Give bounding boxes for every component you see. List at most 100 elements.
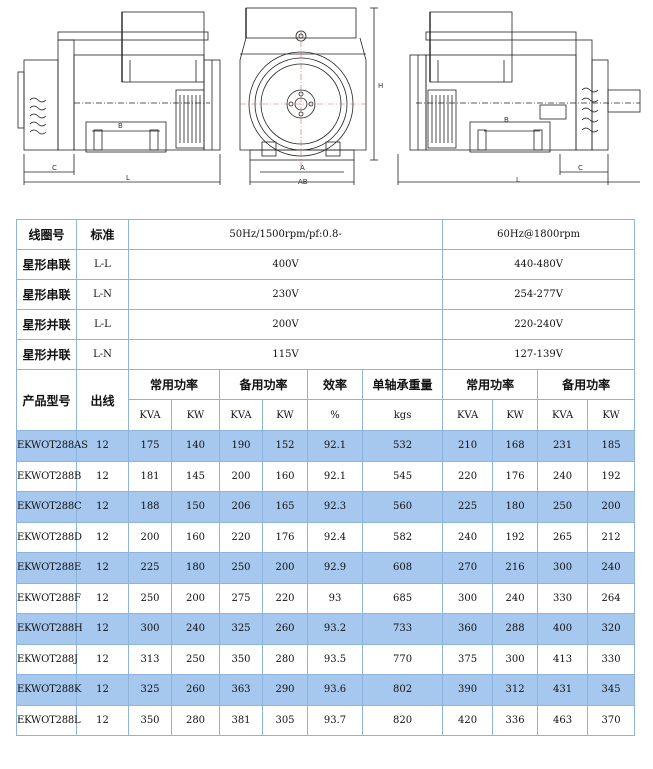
voltage-row: 星形串联 L-L 400V 440-480V (16, 249, 636, 280)
voltage-50: 230V (127, 279, 444, 310)
standby-60-kw: 212 (587, 521, 636, 553)
prime-60-kw: 180 (492, 491, 539, 523)
standby-50-kva: 325 (219, 613, 263, 645)
standby-60-kw: 185 (587, 430, 636, 462)
voltage-std: L-N (76, 279, 129, 310)
prime-60-kw: 192 (492, 521, 539, 553)
model-name: EKWOT288D (16, 521, 82, 553)
bearing-weight: 802 (361, 674, 444, 706)
standby-60-kva: 330 (537, 582, 589, 614)
standby-50-kw: 176 (262, 521, 308, 553)
prime-60-kw: 216 (492, 552, 539, 584)
standby-60-kw: 370 (587, 704, 636, 736)
model-name: EKWOT288C (16, 491, 82, 523)
generator-spec-table: 线圈号 标准 50Hz/1500rpm/pf:0.8- 60Hz@1800rpm… (16, 219, 636, 736)
standby-50-kw: 200 (262, 552, 308, 584)
header-prime-60: 常用功率 (442, 369, 539, 400)
prime-50-kva: 350 (128, 704, 172, 736)
prime-50-kva: 181 (128, 460, 172, 492)
dim-c-right: C (578, 164, 583, 172)
standby-50-kw: 280 (262, 643, 308, 675)
unit-cell: KVA (537, 399, 589, 431)
prime-50-kw: 145 (171, 460, 220, 492)
model-name: EKWOT288H (16, 613, 83, 645)
standby-60-kw: 240 (587, 552, 636, 584)
dim-l-left: L (126, 174, 130, 182)
standby-50-kw: 260 (262, 613, 308, 645)
prime-50-kw: 260 (171, 674, 220, 706)
model-name: EKWOT288L (16, 704, 81, 736)
unit-cell: KW (171, 399, 220, 431)
voltage-50: 115V (127, 339, 444, 370)
efficiency: 93.2 (307, 613, 363, 645)
unit-cell: KVA (219, 399, 263, 431)
header-bearing-weight: 单轴承重量 (361, 369, 444, 400)
voltage-60: 440-480V (442, 249, 636, 280)
prime-50-kw: 160 (171, 521, 220, 553)
voltage-label: 星形并联 (16, 339, 77, 370)
prime-50-kw: 200 (171, 582, 220, 614)
model-name: EKWOT288F (16, 582, 81, 614)
prime-50-kva: 325 (128, 674, 172, 706)
header-standby-50: 备用功率 (219, 369, 308, 400)
header-standby-60: 备用功率 (537, 369, 636, 400)
unit-cell: % (307, 399, 363, 431)
header-row: 线圈号 标准 50Hz/1500rpm/pf:0.8- 60Hz@1800rpm (16, 219, 636, 250)
prime-50-kw: 250 (171, 643, 220, 675)
bearing-weight: 560 (361, 491, 444, 523)
efficiency: 93.5 (307, 643, 363, 675)
leads: 12 (76, 521, 129, 553)
unit-cell: kgs (361, 399, 444, 431)
prime-60-kva: 240 (442, 521, 494, 553)
bearing-weight: 532 (361, 430, 444, 462)
efficiency: 92.9 (307, 552, 363, 584)
bearing-weight: 545 (361, 460, 444, 492)
prime-60-kw: 300 (492, 643, 539, 675)
dim-a: A (300, 164, 305, 172)
standby-50-kw: 152 (262, 430, 308, 462)
dim-c-left: C (52, 164, 57, 172)
prime-50-kw: 280 (171, 704, 220, 736)
prime-60-kw: 168 (492, 430, 539, 462)
bearing-weight: 820 (361, 704, 444, 736)
standby-50-kva: 206 (219, 491, 263, 523)
prime-50-kw: 150 (171, 491, 220, 523)
standby-50-kva: 381 (219, 704, 263, 736)
leads: 12 (76, 582, 129, 614)
leads: 12 (76, 552, 129, 584)
header-prime-50: 常用功率 (128, 369, 220, 400)
prime-60-kw: 336 (492, 704, 539, 736)
voltage-std: L-N (76, 339, 129, 370)
header-efficiency: 效率 (307, 369, 363, 400)
voltage-row: 星形并联 L-N 115V 127-139V (16, 339, 636, 370)
leads: 12 (76, 430, 129, 462)
voltage-60: 254-277V (442, 279, 636, 310)
prime-60-kva: 220 (442, 460, 494, 492)
voltage-label: 星形串联 (16, 249, 77, 280)
voltage-std: L-L (76, 249, 129, 280)
standby-60-kw: 330 (587, 643, 636, 675)
prime-60-kw: 176 (492, 460, 539, 492)
voltage-std: L-L (76, 309, 129, 340)
prime-60-kw: 288 (492, 613, 539, 645)
dim-ab: AB (298, 178, 308, 186)
prime-60-kva: 300 (442, 582, 494, 614)
voltage-50: 200V (127, 309, 444, 340)
leads: 12 (76, 704, 129, 736)
standby-60-kw: 200 (587, 491, 636, 523)
leads: 12 (76, 674, 129, 706)
unit-cell: KW (492, 399, 539, 431)
header-model: 产品型号 (16, 369, 77, 431)
prime-60-kw: 240 (492, 582, 539, 614)
prime-50-kva: 313 (128, 643, 172, 675)
prime-60-kva: 360 (442, 613, 494, 645)
standby-60-kw: 192 (587, 460, 636, 492)
voltage-label: 星形串联 (16, 279, 77, 310)
model-name: EKWOT288J (16, 643, 78, 675)
prime-50-kw: 140 (171, 430, 220, 462)
freq-60-header: 60Hz@1800rpm (442, 219, 636, 250)
